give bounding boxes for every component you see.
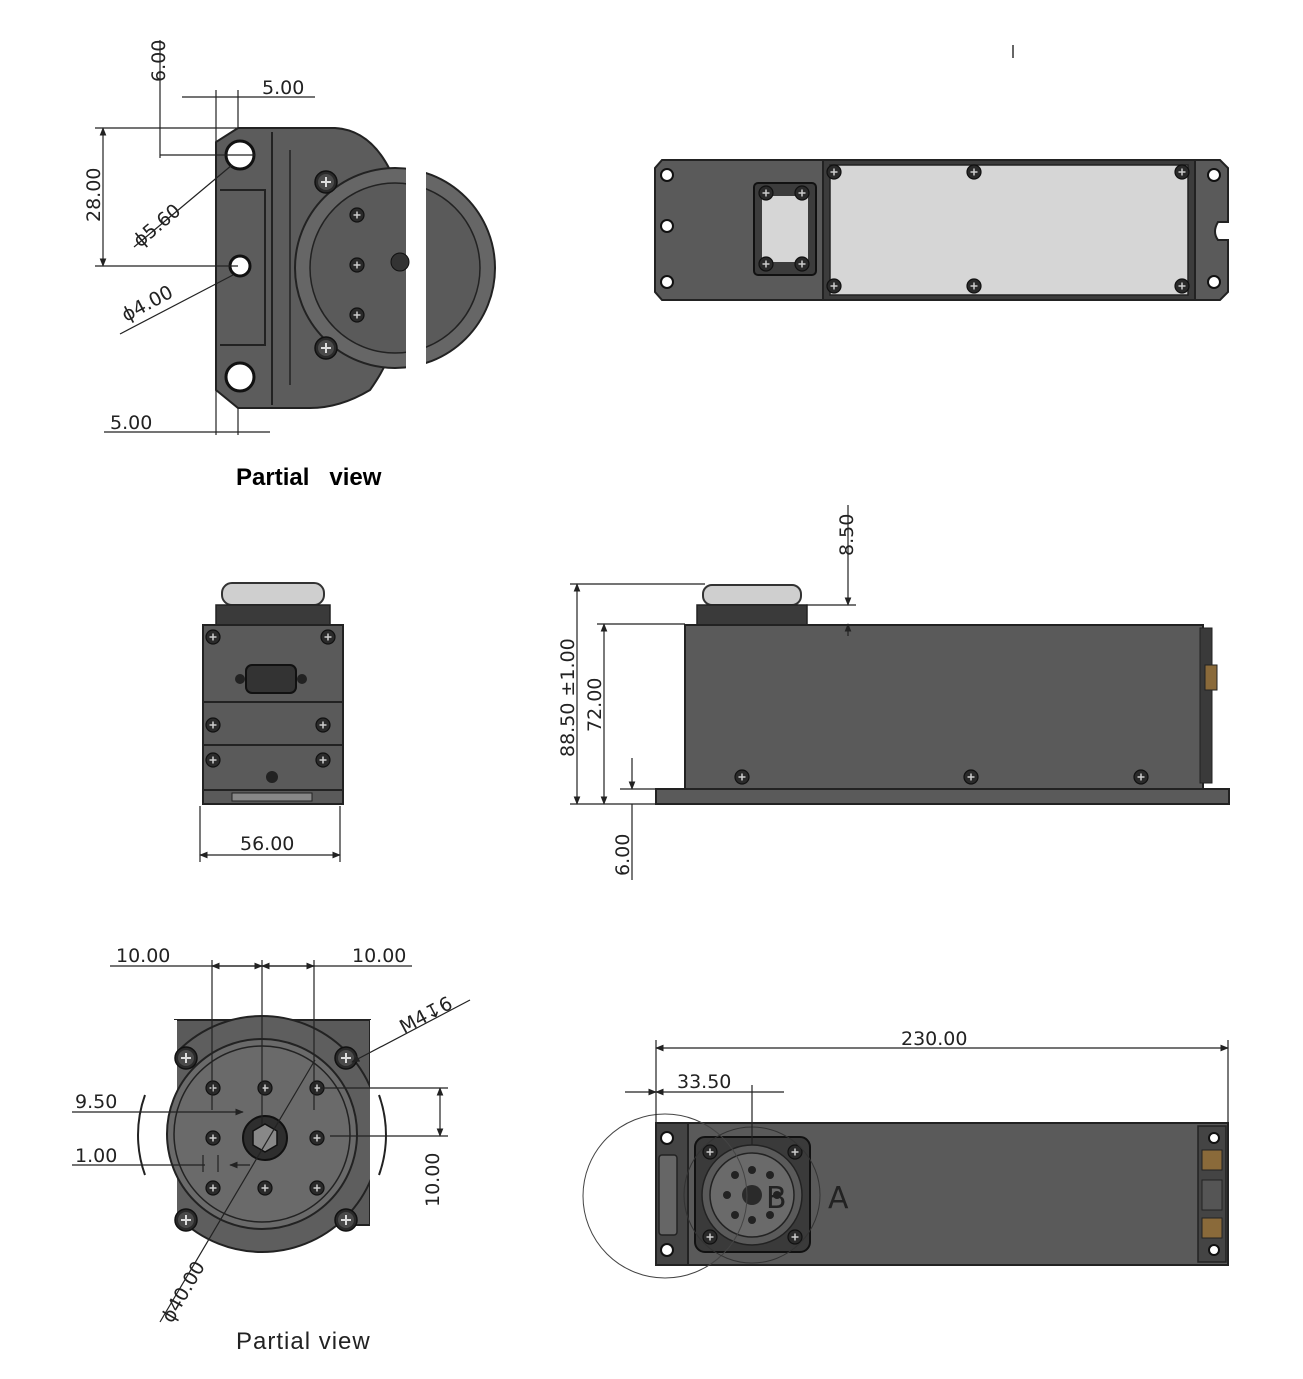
- partial-flange-view: 10.00 10.00 M4↧6 9.50 1.00 10.00 ϕ40.00 …: [72, 945, 471, 1355]
- dim-base-height: 6.00: [612, 834, 634, 876]
- dim-height-28: 28.00: [83, 168, 105, 222]
- dim-flange-offset: 33.50: [677, 1071, 731, 1093]
- dim-offset-100: 1.00: [75, 1145, 117, 1167]
- dim-top: 6.00: [148, 40, 170, 82]
- dim-width-56: 56.00: [240, 833, 294, 855]
- partial-top-view: 6.00 5.00 28.00 ϕ5.60 ϕ4.00 5.00 Partial…: [83, 40, 496, 491]
- front-view: 56.00: [199, 582, 344, 862]
- dim-left-spacing: 10.00: [116, 945, 170, 967]
- dim-right-spacing: 10.00: [352, 945, 406, 967]
- dim-hole-large: ϕ5.60: [129, 200, 185, 252]
- caption-partial-view-top: Partial view: [236, 464, 382, 491]
- dim-body-height: 72.00: [584, 678, 606, 732]
- dim-thread: M4↧6: [396, 992, 456, 1038]
- detail-label-b: B: [766, 1181, 787, 1216]
- detail-label-a: A: [828, 1181, 849, 1216]
- dim-offset-bottom: 5.00: [110, 412, 152, 434]
- dim-length-230: 230.00: [901, 1028, 967, 1050]
- dim-offset-950: 9.50: [75, 1091, 117, 1113]
- dim-vertical-spacing: 10.00: [422, 1153, 444, 1207]
- dim-flange-top: 8.50: [836, 514, 858, 556]
- side-view: 8.50 88.50 ±1.00 72.00 6.00: [557, 505, 1230, 880]
- bottom-view: B A 230.00 33.50: [582, 1028, 1229, 1279]
- caption-partial-view-flange: Partial view: [236, 1328, 371, 1355]
- dim-total-height: 88.50 ±1.00: [557, 638, 579, 757]
- dim-offset-top: 5.00: [262, 77, 304, 99]
- plan-view: [654, 45, 1229, 301]
- dim-diameter-40: ϕ40.00: [157, 1258, 210, 1327]
